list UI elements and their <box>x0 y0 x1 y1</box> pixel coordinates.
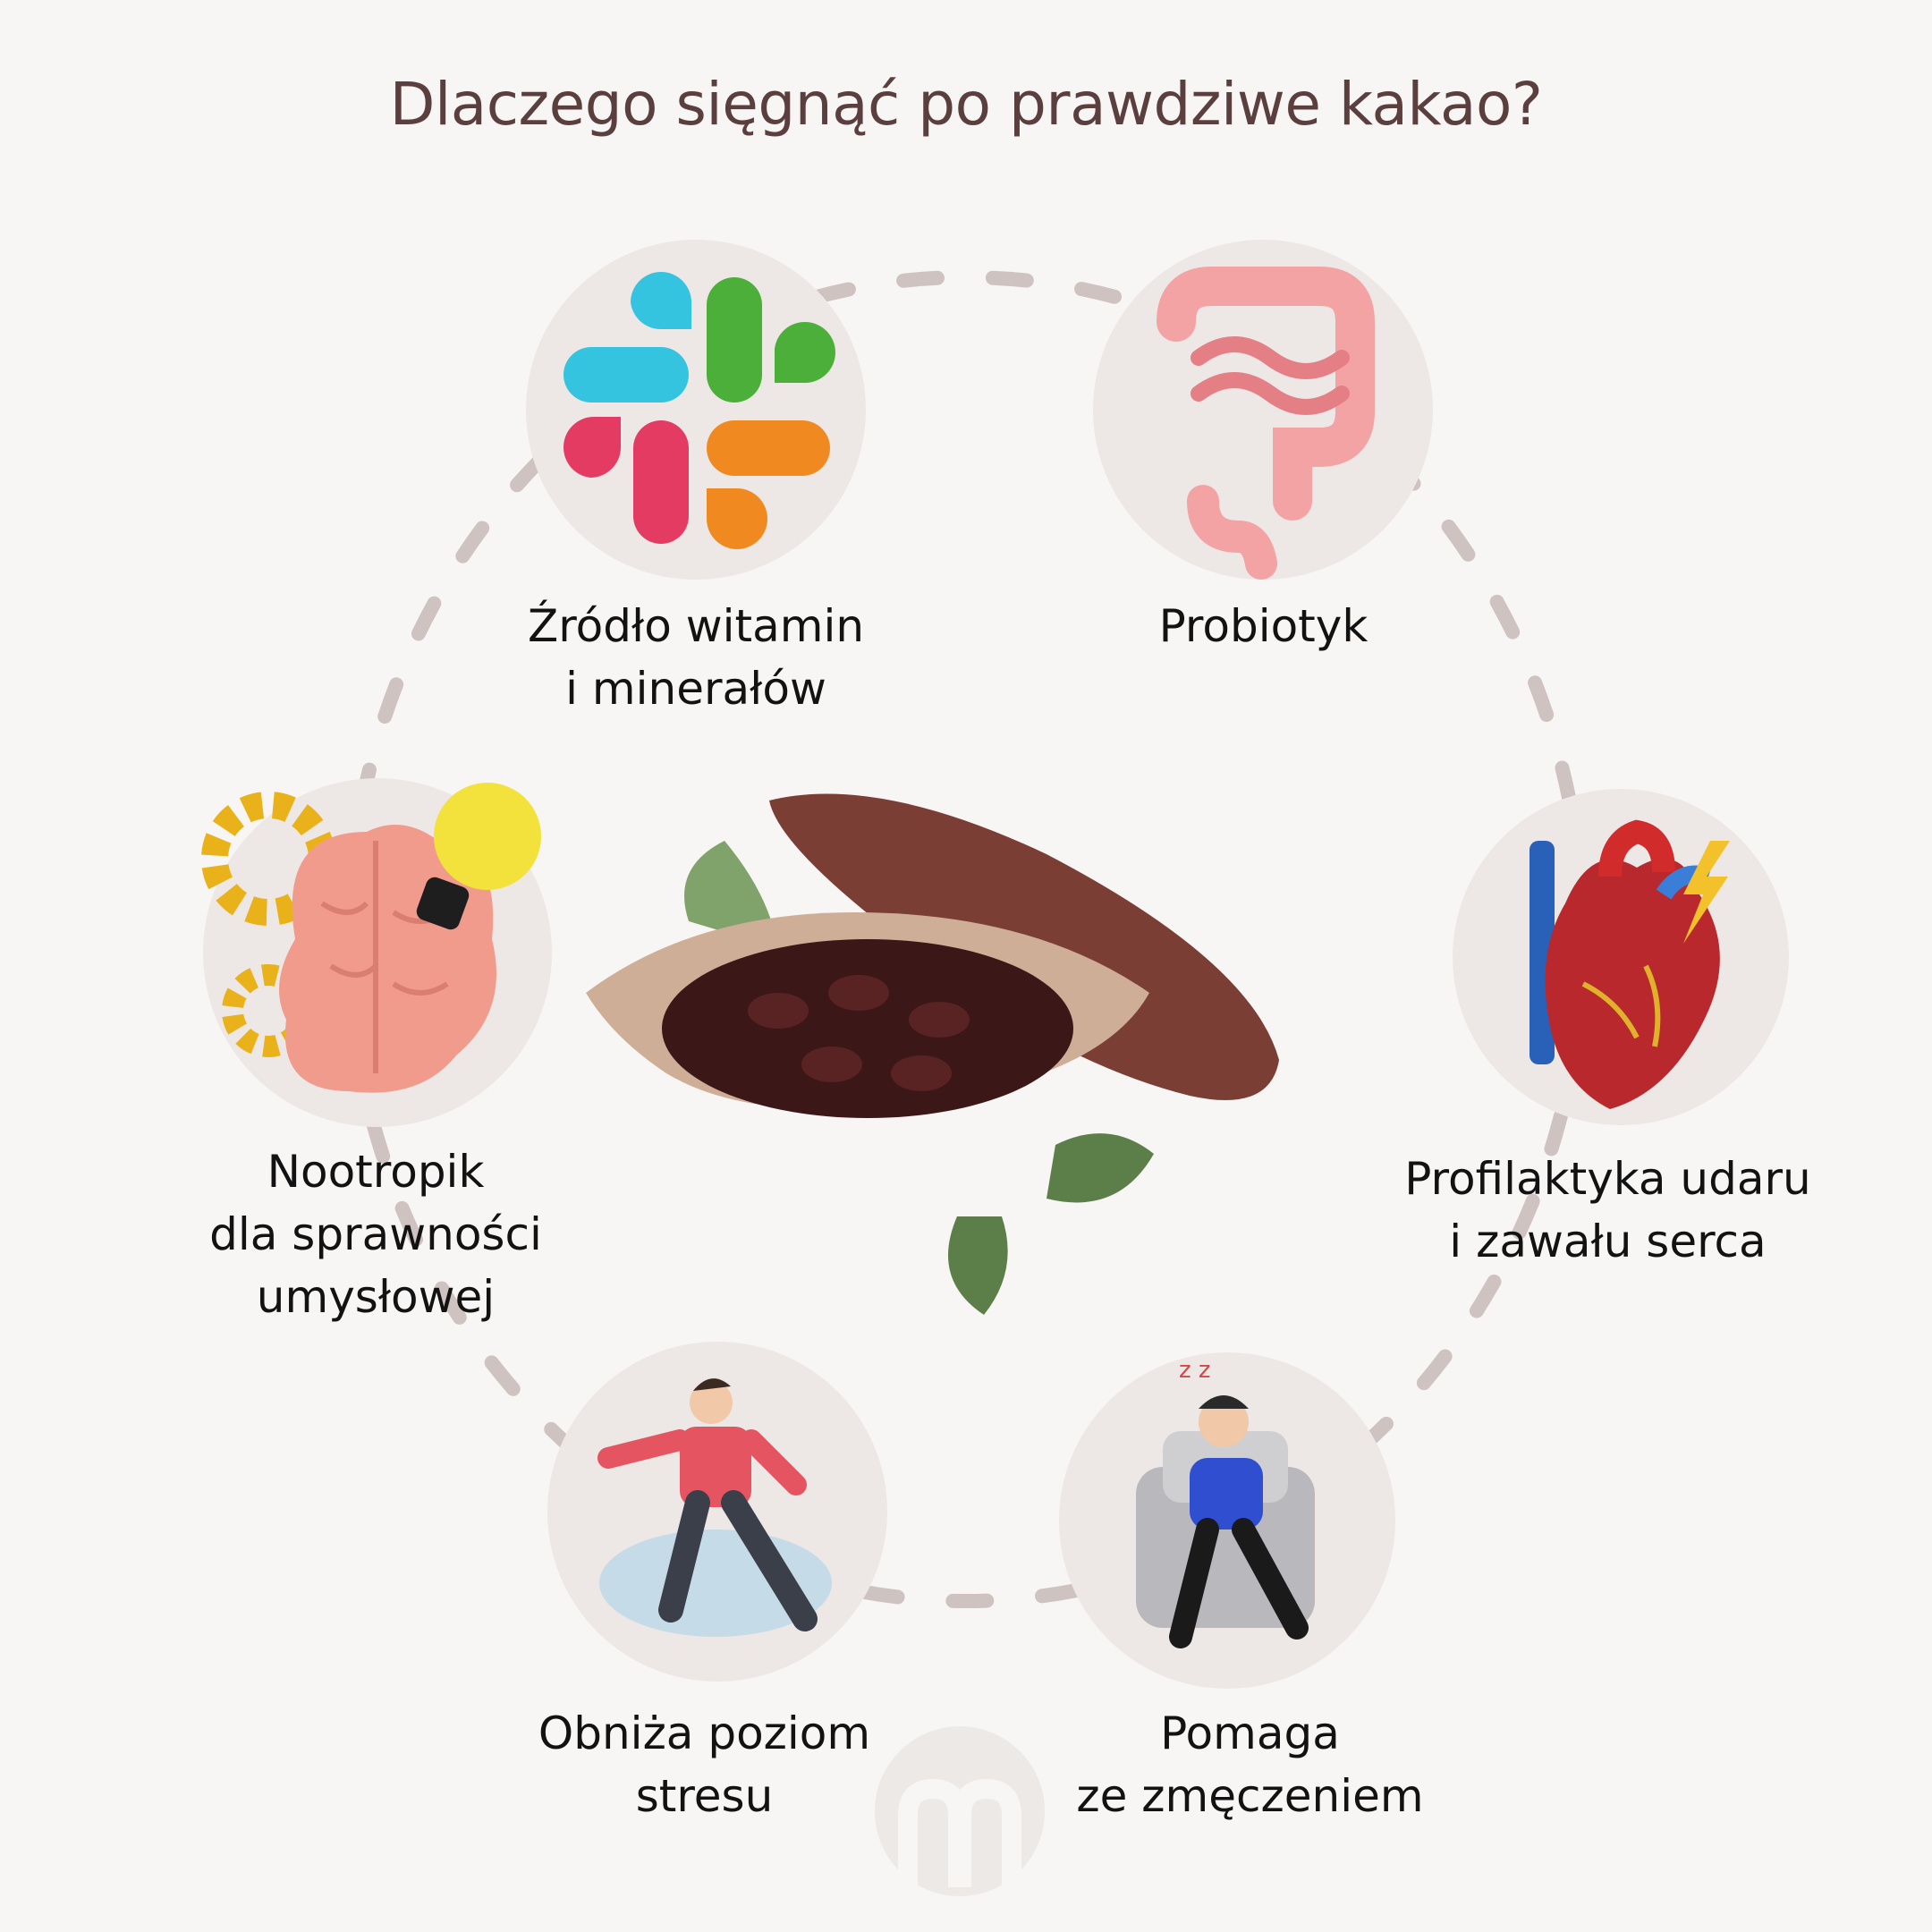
benefit-line: dla sprawności <box>209 1208 542 1260</box>
benefit-line: Nootropik <box>267 1146 485 1198</box>
page-title: Dlaczego sięgnąć po prawdziwe kakao? <box>389 70 1543 139</box>
benefit-line: Źródło witamin <box>527 600 865 652</box>
benefit-line: Probiotyk <box>1158 600 1368 652</box>
benefit-label-vitamins: Źródło witamin i minerałów <box>517 595 875 720</box>
benefit-line: stresu <box>635 1770 774 1822</box>
benefit-line: i minerałów <box>565 663 826 715</box>
benefit-label-probiotic: Probiotyk <box>1100 595 1427 657</box>
benefit-line: Profilaktyka udaru <box>1404 1153 1811 1205</box>
benefit-line: umysłowej <box>256 1271 496 1323</box>
svg-text:z z: z z <box>1179 1357 1211 1384</box>
benefit-line: Pomaga <box>1160 1707 1340 1759</box>
benefit-label-heart: Profilaktyka udaru i zawału serca <box>1391 1148 1825 1273</box>
benefit-label-stress: Obniża poziom stresu <box>519 1702 890 1827</box>
benefit-line: i zawału serca <box>1449 1216 1767 1267</box>
benefit-label-fatigue: Pomaga ze zmęczeniem <box>1046 1702 1453 1827</box>
benefit-line: ze zmęczeniem <box>1076 1770 1424 1822</box>
benefit-line: Obniża poziom <box>538 1707 871 1759</box>
benefit-label-nootropic: Nootropik dla sprawności umysłowej <box>183 1140 568 1328</box>
